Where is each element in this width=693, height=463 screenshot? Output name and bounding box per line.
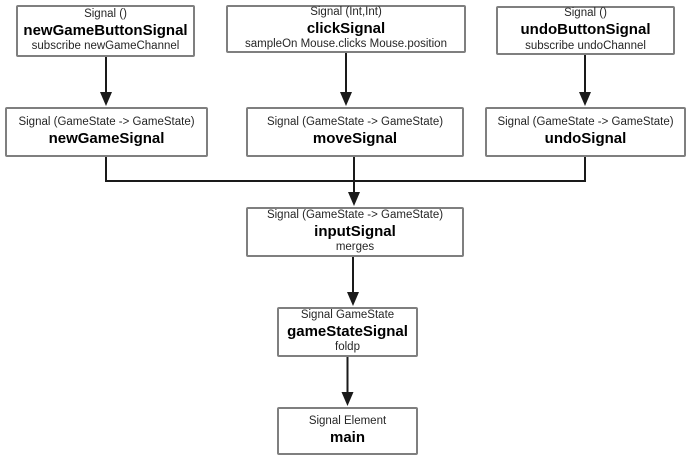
node-name-label: main — [329, 428, 365, 446]
node-detail-label: sampleOn Mouse.clicks Mouse.position — [245, 38, 447, 51]
node-name-label: clickSignal — [306, 19, 386, 37]
node-name-label: newGameButtonSignal — [23, 21, 188, 39]
node-undoButtonSignal: Signal () undoButtonSignal subscribe und… — [496, 6, 675, 55]
node-name-label: moveSignal — [312, 129, 398, 147]
node-inputSignal: Signal (GameState -> GameState) inputSig… — [246, 207, 464, 257]
node-name-label: undoButtonSignal — [520, 21, 651, 39]
node-type-label: Signal (Int,Int) — [310, 5, 382, 18]
node-detail-label: subscribe undoChannel — [525, 39, 646, 52]
node-type-label: Signal () — [564, 7, 607, 20]
node-main: Signal Element main — [277, 407, 418, 455]
node-name-label: gameStateSignal — [287, 322, 408, 340]
node-undoSignal: Signal (GameState -> GameState) undoSign… — [485, 107, 686, 157]
node-type-label: Signal GameState — [300, 308, 395, 321]
node-newGameButtonSignal: Signal () newGameButtonSignal subscribe … — [16, 5, 195, 57]
node-type-label: Signal (GameState -> GameState) — [266, 115, 444, 128]
node-type-label: Signal (GameState -> GameState) — [266, 208, 444, 221]
node-type-label: Signal Element — [308, 414, 387, 427]
node-type-label: Signal (GameState -> GameState) — [18, 115, 195, 128]
node-clickSignal: Signal (Int,Int) clickSignal sampleOn Mo… — [226, 5, 466, 53]
node-type-label: Signal (GameState -> GameState) — [497, 115, 674, 128]
node-detail-label: merges — [335, 241, 375, 254]
node-name-label: newGameSignal — [48, 129, 165, 147]
node-newGameSignal: Signal (GameState -> GameState) newGameS… — [5, 107, 208, 157]
node-detail-label: foldp — [335, 341, 360, 354]
node-name-label: undoSignal — [544, 129, 627, 147]
node-name-label: inputSignal — [314, 222, 396, 240]
node-detail-label: subscribe newGameChannel — [31, 40, 180, 53]
node-gameStateSignal: Signal GameState gameStateSignal foldp — [277, 307, 418, 357]
edge-merge-bus — [105, 156, 586, 182]
node-moveSignal: Signal (GameState -> GameState) moveSign… — [246, 107, 464, 157]
node-type-label: Signal () — [84, 7, 127, 20]
